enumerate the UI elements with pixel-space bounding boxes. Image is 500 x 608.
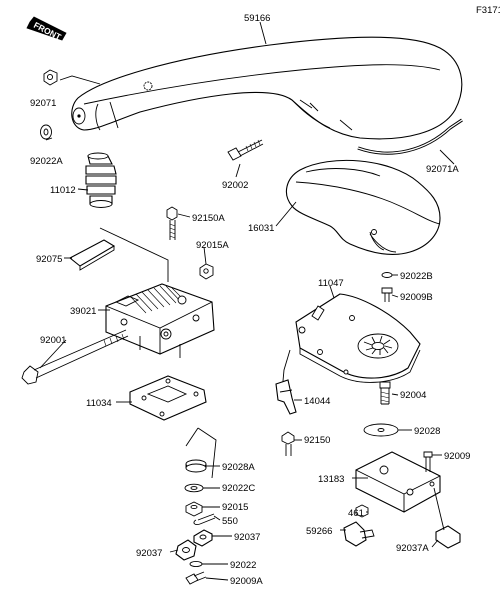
callout-461: 461 xyxy=(348,508,364,519)
part-92015a-nut xyxy=(199,263,214,280)
front-label: FRONT xyxy=(32,20,63,43)
callout-92004: 92004 xyxy=(400,390,426,401)
callout-92037-left: 92037 xyxy=(136,548,162,559)
callout-92028: 92028 xyxy=(414,426,440,437)
part-550-pin xyxy=(193,513,216,525)
callout-59166: 59166 xyxy=(244,13,270,24)
callout-92022b: 92022B xyxy=(400,271,433,282)
fan-disc-icon xyxy=(357,333,399,359)
callout-92028a: 92028A xyxy=(222,462,255,473)
callout-92022: 92022 xyxy=(230,560,256,571)
part-92001-long-bolt xyxy=(21,329,129,385)
callout-92075: 92075 xyxy=(36,254,62,265)
hardware-stack xyxy=(175,427,217,585)
part-92009b-screw xyxy=(381,287,393,302)
part-92150a-bolt xyxy=(166,206,178,240)
part-92037-clamp-left xyxy=(175,539,197,561)
figure-code: F3171 xyxy=(476,5,500,16)
part-39021-mount-bracket xyxy=(105,283,215,358)
part-92071a-seal-strip xyxy=(357,118,463,155)
callout-92022c: 92022C xyxy=(222,483,255,494)
callout-92001: 92001 xyxy=(40,335,66,346)
callout-11012: 11012 xyxy=(50,185,76,196)
hatch-pattern xyxy=(129,285,187,314)
callout-92071: 92071 xyxy=(30,98,56,109)
part-14044-clip xyxy=(275,349,297,415)
part-11034-plate xyxy=(129,375,207,421)
part-92075-pad xyxy=(69,239,116,271)
callout-550: 550 xyxy=(222,516,238,527)
callout-16031: 16031 xyxy=(248,223,274,234)
callout-11034: 11034 xyxy=(86,398,112,409)
part-92015-nut xyxy=(185,501,203,517)
part-92028-washer xyxy=(363,423,399,437)
part-92037a-clamp xyxy=(433,487,461,549)
callout-92009: 92009 xyxy=(444,451,470,462)
front-arrow-icon: FRONT xyxy=(26,16,67,43)
part-92022b-washer xyxy=(381,272,393,278)
part-59266-valve xyxy=(343,521,375,547)
callout-92009a: 92009A xyxy=(230,576,263,587)
callout-13183: 13183 xyxy=(318,474,344,485)
callout-92150a: 92150A xyxy=(192,213,225,224)
callout-92015: 92015 xyxy=(222,502,248,513)
callout-92037a: 92037A xyxy=(396,543,429,554)
callout-92071a: 92071A xyxy=(426,164,459,175)
callout-92150: 92150 xyxy=(304,435,330,446)
part-92009a-screw xyxy=(185,571,207,585)
callout-11047: 11047 xyxy=(318,278,344,289)
callout-labels: 59166 92071 92022A 92071A 92002 11012 16… xyxy=(30,13,470,587)
part-92150-bolt xyxy=(281,431,295,456)
part-92022-washer xyxy=(189,560,203,568)
callout-39021: 39021 xyxy=(70,306,96,317)
part-11012-bellows xyxy=(85,152,117,208)
part-92022c-washer xyxy=(184,483,204,493)
part-92028a-washer xyxy=(185,459,207,473)
part-13183-bracket xyxy=(355,451,441,513)
part-92009-screw xyxy=(423,451,433,472)
callout-14044: 14044 xyxy=(304,396,330,407)
part-92037-clamp xyxy=(193,529,213,547)
part-92002-bolt xyxy=(227,139,264,161)
part-11047-bracket-plate xyxy=(295,293,421,383)
callout-92022a: 92022A xyxy=(30,156,63,167)
part-92071-nut xyxy=(43,69,58,86)
callout-92015a: 92015A xyxy=(196,240,229,251)
callout-92002: 92002 xyxy=(222,180,248,191)
callout-92037: 92037 xyxy=(234,532,260,543)
part-92004-stud xyxy=(379,381,391,405)
part-461-nut xyxy=(355,504,369,518)
part-92022a-washer xyxy=(40,124,52,140)
callout-59266: 59266 xyxy=(306,526,332,537)
callout-92009b: 92009B xyxy=(400,292,433,303)
part-16031-cover xyxy=(285,159,441,255)
part-59166-intake-duct xyxy=(71,36,463,140)
leader-lines xyxy=(39,21,455,581)
